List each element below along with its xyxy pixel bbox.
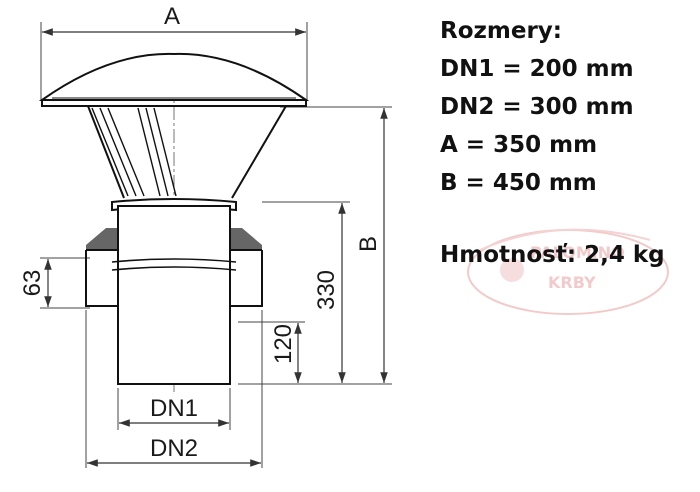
dimension-120-label: 120 bbox=[270, 324, 297, 364]
band bbox=[111, 258, 237, 271]
support-brackets bbox=[91, 107, 177, 197]
extension-lines bbox=[40, 22, 392, 468]
watermark-line1: PALOMINO bbox=[530, 243, 625, 262]
spec-dn1: DN1 = 200 mm bbox=[440, 56, 634, 82]
dimension-b-label: B bbox=[355, 236, 382, 252]
cone bbox=[87, 105, 287, 199]
inner-pipe bbox=[117, 205, 231, 385]
dimension-dn2-label: DN2 bbox=[150, 435, 198, 462]
dimension-a-label: A bbox=[164, 3, 180, 30]
watermark-line2: KRBY bbox=[548, 273, 596, 292]
dimension-330-label: 330 bbox=[313, 270, 340, 310]
spec-dn2: DN2 = 300 mm bbox=[440, 94, 634, 120]
dimension-arrows bbox=[42, 28, 388, 467]
watermark-logo: PALOMINO KRBY bbox=[467, 228, 669, 315]
hatched-ring bbox=[86, 228, 262, 250]
specs-heading: Rozmery: bbox=[440, 18, 562, 44]
spec-spacer bbox=[440, 204, 665, 238]
dimension-dn1-label: DN1 bbox=[150, 395, 198, 422]
spec-weight: Hmotnosť: 2,4 kg bbox=[440, 242, 665, 268]
spec-a: A = 350 mm bbox=[440, 132, 598, 158]
rain-cap bbox=[38, 52, 310, 107]
specs-panel: Rozmery: DN1 = 200 mm DN2 = 300 mm A = 3… bbox=[440, 14, 665, 276]
outer-flange bbox=[85, 249, 263, 307]
spec-b: B = 450 mm bbox=[440, 170, 597, 196]
dimension-63-label: 63 bbox=[19, 270, 46, 297]
